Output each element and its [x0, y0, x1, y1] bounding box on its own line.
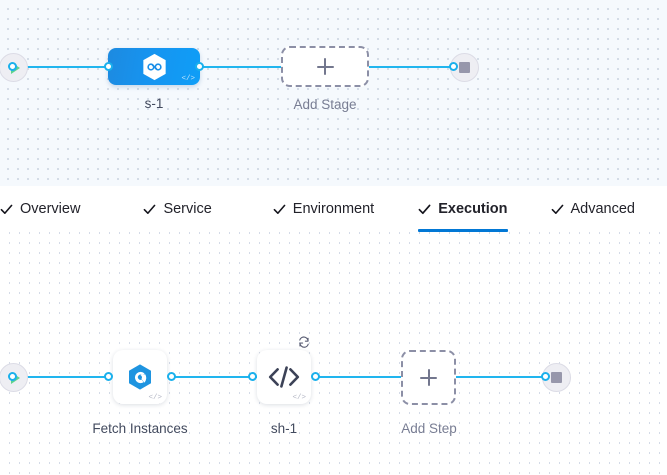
stop-icon	[551, 372, 562, 383]
edge-sh1-to-add-step	[314, 376, 402, 378]
check-icon	[143, 203, 156, 216]
step-node-label-fetch-instances: Fetch Instances	[92, 421, 188, 436]
check-icon	[418, 203, 431, 216]
add-stage-label: Add Stage	[293, 97, 357, 112]
tab-label-overview: Overview	[20, 200, 81, 217]
plus-icon	[316, 58, 334, 75]
edge-add-step-to-end	[456, 376, 548, 378]
port-start-out[interactable]	[8, 62, 17, 71]
step-code-badge: </>	[148, 393, 162, 402]
tab-advanced[interactable]: Advanced	[551, 186, 636, 232]
check-icon	[0, 203, 13, 216]
port-step-start-out[interactable]	[8, 372, 17, 381]
add-step-label: Add Step	[401, 421, 457, 436]
edge-start-to-stage1	[20, 66, 110, 68]
code-brackets-icon	[268, 366, 300, 388]
port-fetch-out[interactable]	[167, 372, 176, 381]
edge-fetch-to-sh1	[170, 376, 258, 378]
add-step-node[interactable]	[401, 350, 456, 405]
azure-hexagon-icon	[129, 364, 151, 390]
stop-icon	[459, 62, 470, 73]
execution-step-canvas[interactable]: </> Fetch Instances </> sh-1 Add Step	[0, 232, 667, 475]
check-icon	[551, 203, 564, 216]
stage-node-s-1[interactable]: </>	[108, 48, 200, 85]
port-step-end-in[interactable]	[541, 372, 550, 381]
tab-service[interactable]: Service	[143, 186, 212, 232]
tab-label-environment: Environment	[292, 200, 375, 217]
harness-hexagon-icon	[142, 53, 166, 80]
tab-overview[interactable]: Overview	[0, 186, 80, 232]
edge-start-to-fetch	[20, 376, 112, 378]
step-code-badge: </>	[292, 393, 306, 402]
tab-label-service: Service	[163, 200, 212, 217]
check-icon	[273, 203, 286, 216]
step-node-sh-1[interactable]: </>	[257, 336, 311, 404]
step-node-label-sh-1: sh-1	[270, 421, 298, 436]
stage-code-badge: </>	[181, 74, 195, 83]
port-sh1-out[interactable]	[311, 372, 320, 381]
port-stage1-in[interactable]	[104, 62, 113, 71]
tab-environment[interactable]: Environment	[273, 186, 374, 232]
port-fetch-in[interactable]	[104, 372, 113, 381]
add-stage-node[interactable]	[281, 46, 369, 87]
step-node-fetch-instances[interactable]: </>	[113, 350, 167, 404]
stage-config-tabs[interactable]: Overview Service Environment Execution	[0, 186, 667, 232]
edge-stage1-to-add-stage	[198, 66, 282, 68]
port-end-in[interactable]	[449, 62, 458, 71]
plus-icon	[420, 369, 437, 386]
port-sh1-in[interactable]	[248, 372, 257, 381]
looping-strategy-icon	[297, 336, 311, 348]
stage-node-label-s-1: s-1	[144, 96, 164, 111]
edge-add-stage-to-end	[368, 66, 456, 68]
pipeline-stage-canvas[interactable]: </> s-1 Add Stage	[0, 0, 667, 186]
port-stage1-out[interactable]	[195, 62, 204, 71]
tab-label-execution: Execution	[438, 200, 508, 217]
tab-execution[interactable]: Execution	[418, 186, 508, 232]
tab-label-advanced: Advanced	[570, 200, 636, 217]
